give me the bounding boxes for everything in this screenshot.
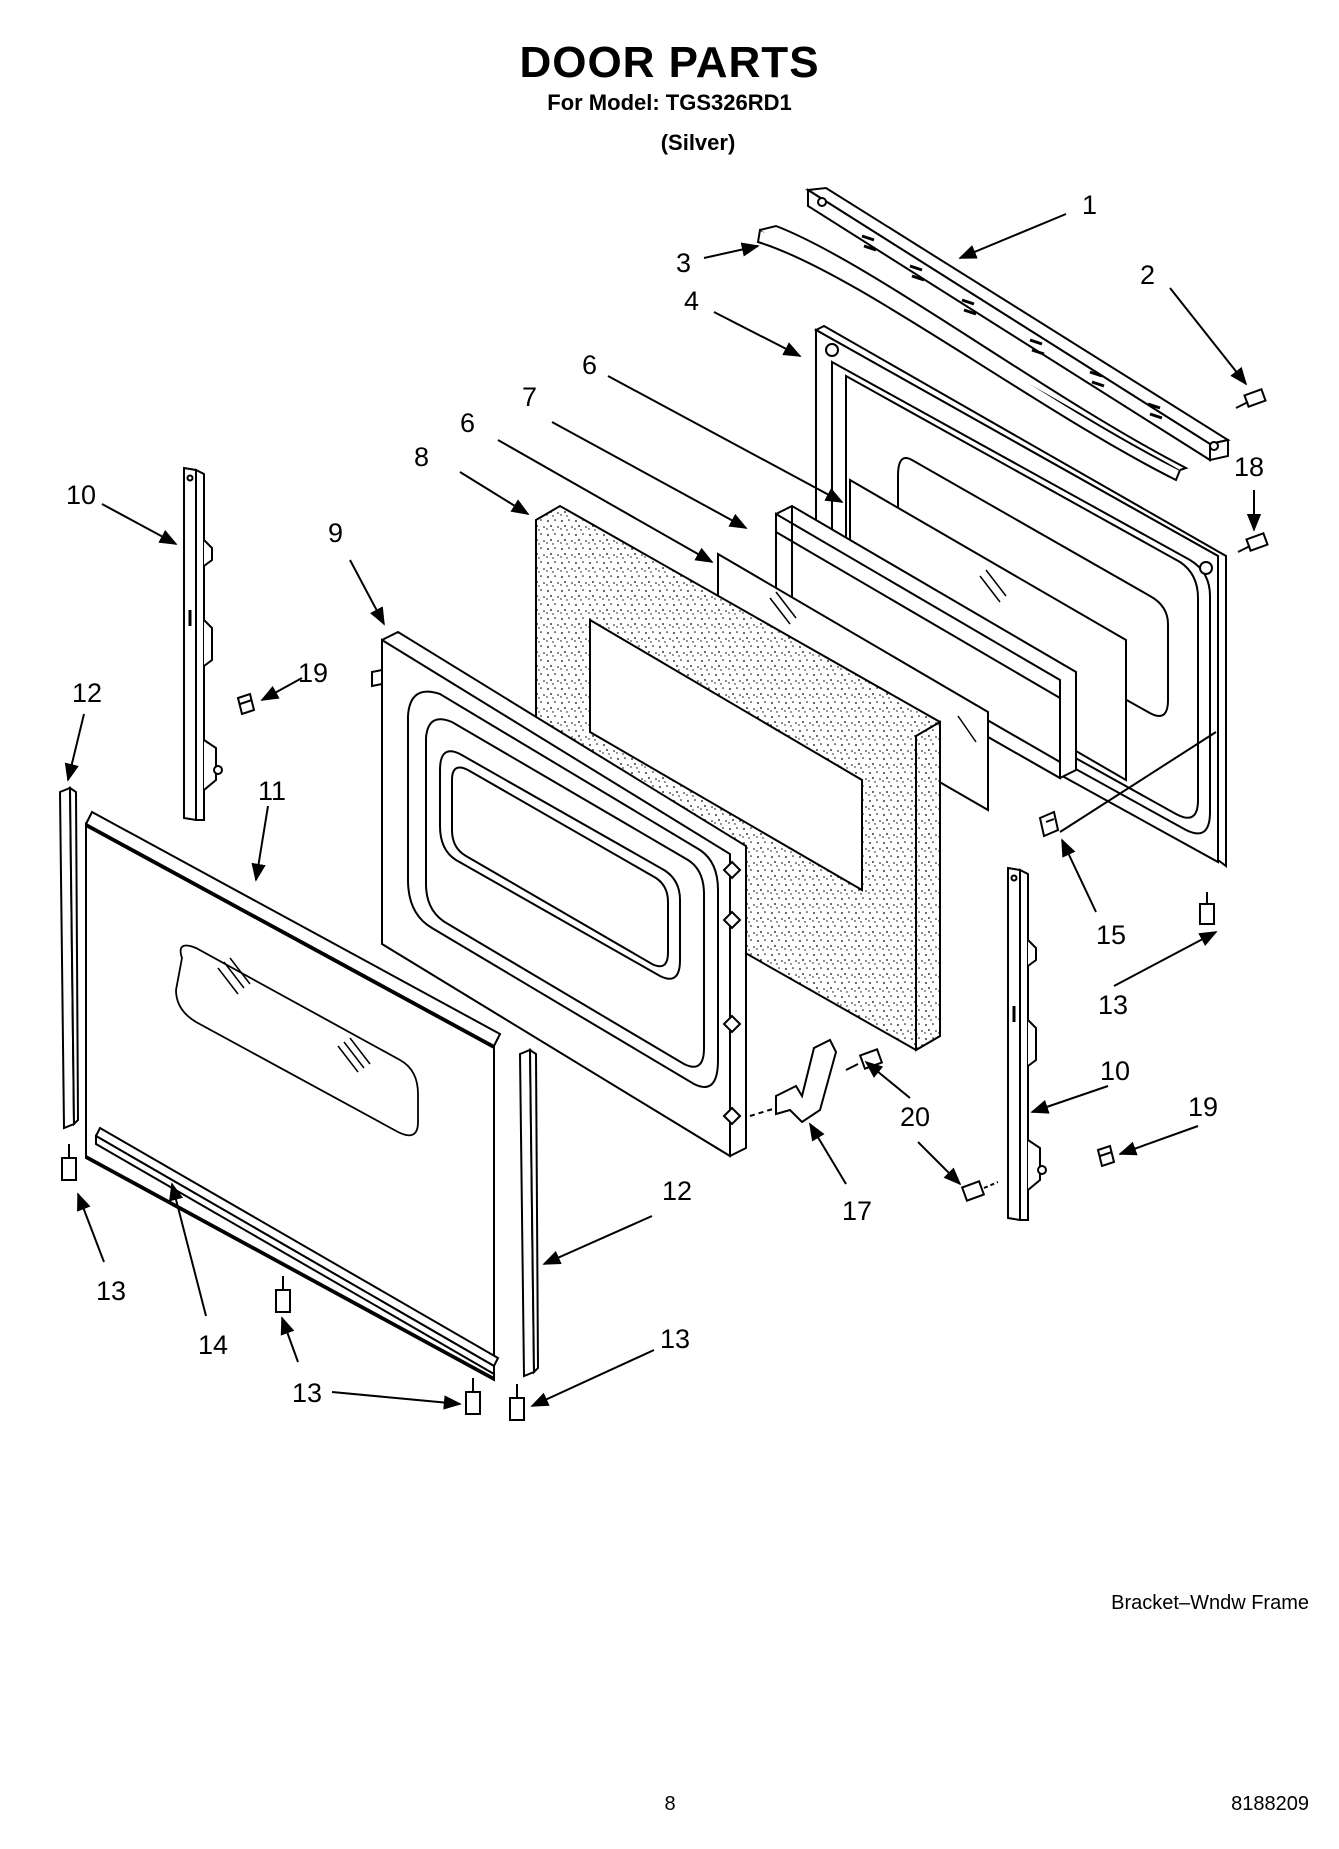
callout-20: 20 — [900, 1102, 930, 1132]
part-19-clip-left — [236, 692, 256, 716]
part-13-screw-bottom-b — [509, 1384, 525, 1421]
callout-18: 18 — [1234, 452, 1264, 482]
callout-12-left: 12 — [72, 678, 102, 708]
callout-19-right: 19 — [1188, 1092, 1218, 1122]
callout-12-right: 12 — [662, 1176, 692, 1206]
callout-17: 17 — [842, 1196, 872, 1226]
callout-2: 2 — [1140, 260, 1155, 290]
callout-7: 7 — [522, 382, 537, 412]
callout-6-lower: 6 — [460, 408, 475, 438]
callout-1: 1 — [1082, 190, 1097, 220]
part-12-trim-right — [518, 1048, 540, 1378]
part-2-screw — [1235, 388, 1267, 409]
model-variant: (Silver) — [660, 130, 736, 155]
callout-6-upper: 6 — [582, 350, 597, 380]
document-number: 8188209 — [1231, 1793, 1309, 1815]
part-11-outer-glass — [84, 810, 502, 1382]
callout-13-left: 13 — [96, 1276, 126, 1306]
callout-15: 15 — [1096, 920, 1126, 950]
leader-lines — [64, 213, 1262, 1410]
page-number: 8 — [664, 1793, 676, 1815]
footnote: Bracket–Wndw Frame — [1111, 1592, 1309, 1614]
part-10-hinge-left — [183, 466, 223, 822]
part-13-screw-right-top — [1199, 892, 1215, 925]
callout-13-bottom-right: 13 — [660, 1324, 690, 1354]
part-9-door-liner — [371, 630, 747, 1158]
page-title: DOOR PARTS — [519, 38, 820, 87]
model-number: For Model: TGS326RD1 — [547, 90, 792, 115]
callout-8: 8 — [414, 442, 429, 472]
callout-4: 4 — [684, 286, 699, 316]
part-20-screw-lower — [960, 1180, 999, 1202]
part-8-insulation — [535, 504, 941, 1052]
callout-14: 14 — [198, 1330, 228, 1360]
callout-labels: 1 2 3 4 6 7 6 8 9 10 18 19 12 11 15 13 1… — [66, 190, 1264, 1408]
callout-13-right: 13 — [1098, 990, 1128, 1020]
part-19-clip-right — [1096, 1144, 1116, 1168]
callout-9: 9 — [328, 518, 343, 548]
part-3-handle — [756, 224, 1189, 482]
callout-11: 11 — [258, 776, 286, 806]
callout-10-right: 10 — [1100, 1056, 1130, 1086]
callout-10-left: 10 — [66, 480, 96, 510]
part-15-clip — [1038, 810, 1060, 838]
part-18-screw — [1237, 532, 1269, 553]
part-17-bracket — [749, 1038, 838, 1124]
part-20-screw-upper — [845, 1048, 884, 1071]
part-13-screw-bottom-a — [465, 1378, 481, 1415]
part-13-screw-middle — [275, 1276, 291, 1313]
part-10-hinge-right — [1007, 866, 1047, 1222]
callout-13-center: 13 — [292, 1378, 322, 1408]
part-1-vent-trim — [805, 186, 1231, 462]
part-12-trim-left — [58, 786, 80, 1130]
part-13-screw-left — [61, 1144, 77, 1181]
part-14-bottom-trim — [94, 1126, 500, 1376]
callout-3: 3 — [676, 248, 691, 278]
callout-19-left: 19 — [298, 658, 328, 688]
